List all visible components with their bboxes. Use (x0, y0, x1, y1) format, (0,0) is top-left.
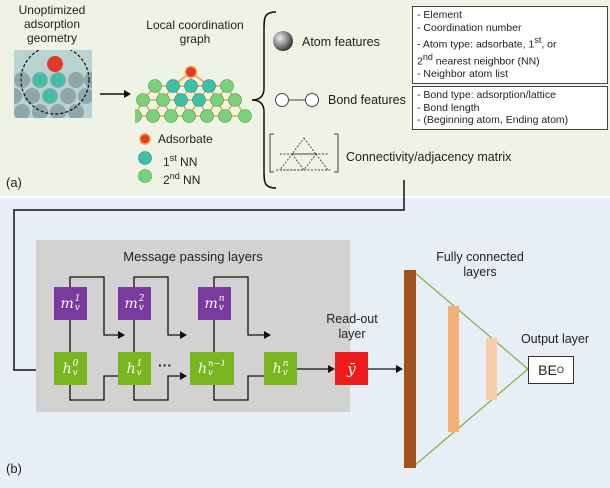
unoptimized-geometry-image (14, 50, 92, 118)
atom-feature-type: - Atom type: adsorbate, 1st, or (417, 35, 557, 51)
first-nn-legend-marker (138, 151, 152, 165)
bond-feature-type: - Bond type: adsorption/lattice (417, 89, 556, 101)
atom-feature-coordination: - Coordination number (417, 21, 522, 34)
legend-first-nn-label: 1st NN (163, 153, 198, 169)
local-coordination-graph (135, 65, 252, 123)
second-nn-legend-marker (138, 169, 152, 183)
legend-adsorbate-label: Adsorbate (158, 132, 213, 146)
arrow-geometry-to-graph (100, 90, 131, 98)
bond-features-label: Bond features (328, 93, 406, 107)
message-passing-block (36, 240, 350, 412)
graph-title: Local coordination graph (146, 18, 244, 46)
adjacency-matrix-icon (269, 133, 339, 173)
atom-feature-icon (273, 31, 293, 51)
panel-b-tag: (b) (6, 461, 22, 476)
legend-second-nn-label: 2nd NN (163, 171, 201, 187)
bond-feature-atoms: - (Beginning atom, Ending atom) (417, 114, 569, 126)
atom-feature-type-cont: 2nd nearest neighbor (NN) (417, 52, 540, 68)
atom-features-box: - Element - Coordination number - Atom t… (412, 6, 608, 84)
bond-features-box: - Bond type: adsorption/lattice - Bond l… (412, 86, 608, 130)
connectivity-label: Connectivity/adjacency matrix (346, 150, 512, 164)
features-brace (251, 11, 277, 189)
atom-features-label: Atom features (302, 35, 380, 49)
readout-node: ȳ (335, 352, 368, 385)
atom-feature-neighbors: - Neighbor atom list (417, 68, 509, 80)
panel-a-tag: (a) (6, 175, 22, 190)
ellipsis: ··· (158, 357, 172, 373)
unoptimized-title: Unoptimized adsorption geometry (18, 3, 86, 45)
output-layer-title: Output layer (520, 332, 590, 346)
bond-feature-icon (275, 93, 319, 107)
bond-feature-length: - Bond length (417, 101, 480, 114)
atom-feature-element: - Element (417, 9, 462, 21)
adsorbate-legend-marker (139, 133, 151, 145)
message-passing-title: Message passing layers (123, 249, 263, 264)
